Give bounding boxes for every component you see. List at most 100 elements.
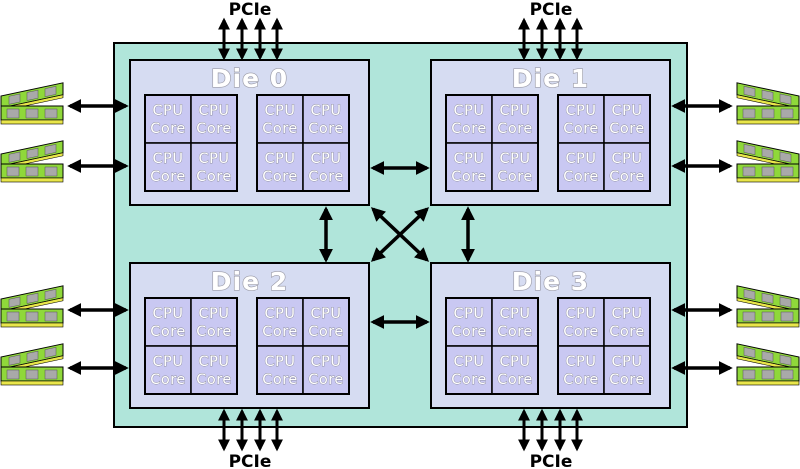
cpu-core-label-line1: CPU xyxy=(153,354,184,370)
cpu-core-label-line2: Core xyxy=(308,372,344,388)
cpu-core-label-line1: CPU xyxy=(454,151,485,167)
cpu-core-label-line1: CPU xyxy=(311,354,342,370)
cpu-core: CPU Core xyxy=(491,297,539,347)
cpu-core-label-line2: Core xyxy=(609,121,645,137)
cpu-core: CPU Core xyxy=(190,142,238,192)
cpu-core: CPU Core xyxy=(603,142,651,192)
cpu-core-label-line1: CPU xyxy=(566,354,597,370)
cpu-core-label-line2: Core xyxy=(451,121,487,137)
ram-stick-icon xyxy=(736,140,800,183)
cpu-core-label-line1: CPU xyxy=(566,151,597,167)
pcie-label-bottom-right: PCIe xyxy=(530,452,573,469)
cpu-core-label-line1: CPU xyxy=(311,151,342,167)
cpu-core-label-line1: CPU xyxy=(612,151,643,167)
cpu-core: CPU Core xyxy=(256,297,304,347)
cpu-core-label-line1: CPU xyxy=(199,103,230,119)
cpu-core-label-line2: Core xyxy=(451,324,487,340)
cpu-core-label-line2: Core xyxy=(262,169,298,185)
cpu-core-label-line1: CPU xyxy=(199,151,230,167)
cpu-core-label-line1: CPU xyxy=(311,103,342,119)
cpu-core-label-line2: Core xyxy=(609,372,645,388)
cpu-core-label-line2: Core xyxy=(451,372,487,388)
die-1: Die 1CPUCoreCPUCoreCPUCoreCPUCoreCPUCore… xyxy=(430,59,671,206)
cpu-core-label-line2: Core xyxy=(609,169,645,185)
cpu-core-label-line1: CPU xyxy=(153,151,184,167)
cpu-core-label-line2: Core xyxy=(262,372,298,388)
cpu-core-label-line2: Core xyxy=(609,324,645,340)
cpu-core-label-line2: Core xyxy=(196,372,232,388)
cpu-core-label-line2: Core xyxy=(262,324,298,340)
cpu-core-label-line1: CPU xyxy=(454,354,485,370)
cpu-core: CPU Core xyxy=(557,345,605,395)
cpu-core-label-line2: Core xyxy=(308,324,344,340)
ram-stick-icon xyxy=(736,82,800,125)
die-2-title: Die 2 xyxy=(211,267,288,296)
link-die1-die2-arrow xyxy=(370,207,430,262)
cpu-core-label-line2: Core xyxy=(150,169,186,185)
pcie-label-bottom-left: PCIe xyxy=(229,452,272,469)
cpu-core-label-line1: CPU xyxy=(566,306,597,322)
die-2: Die 2CPUCoreCPUCoreCPUCoreCPUCoreCPUCore… xyxy=(129,262,370,409)
die-3: Die 3CPUCoreCPUCoreCPUCoreCPUCoreCPUCore… xyxy=(430,262,671,409)
cpu-core-label-line2: Core xyxy=(563,372,599,388)
pcie-label-top-right: PCIe xyxy=(530,0,573,20)
memory-modules xyxy=(0,82,800,386)
cpu-core: CPU Core xyxy=(256,142,304,192)
ram-stick-icon xyxy=(736,343,800,386)
cpu-core-label-line2: Core xyxy=(196,169,232,185)
cpu-core-label-line2: Core xyxy=(497,324,533,340)
cpu-core: CPU Core xyxy=(445,345,493,395)
ram-stick-icon xyxy=(0,82,64,125)
cpu-core-label-line2: Core xyxy=(563,169,599,185)
ram-stick-icon xyxy=(0,140,64,183)
cpu-core-label-line2: Core xyxy=(563,324,599,340)
cpu-core: CPU Core xyxy=(302,345,350,395)
cpu-core: CPU Core xyxy=(256,94,304,144)
cpu-core-label-line1: CPU xyxy=(311,306,342,322)
pcie-lanes xyxy=(218,17,583,452)
cpu-core-label-line2: Core xyxy=(150,121,186,137)
cpu-core-label-line2: Core xyxy=(262,121,298,137)
die-0: Die 0CPUCoreCPUCoreCPUCoreCPUCoreCPUCore… xyxy=(129,59,370,206)
die-3-title: Die 3 xyxy=(512,267,589,296)
cpu-core-label-line1: CPU xyxy=(566,103,597,119)
cpu-core-label-line1: CPU xyxy=(265,103,296,119)
cpu-core: CPU Core xyxy=(302,297,350,347)
cpu-core: CPU Core xyxy=(144,94,192,144)
cpu-core-label-line1: CPU xyxy=(265,306,296,322)
cpu-core-label-line1: CPU xyxy=(500,354,531,370)
cpu-core-label-line1: CPU xyxy=(500,306,531,322)
cpu-core-label-line2: Core xyxy=(196,121,232,137)
cpu-core: CPU Core xyxy=(557,142,605,192)
cpu-core-label-line2: Core xyxy=(196,324,232,340)
cpu-core: CPU Core xyxy=(144,142,192,192)
ram-stick-icon xyxy=(736,285,800,328)
cpu-core-label-line1: CPU xyxy=(265,151,296,167)
cpu-core-label-line2: Core xyxy=(150,324,186,340)
interconnect-links xyxy=(319,161,475,329)
pcie-label-top-left: PCIe xyxy=(229,0,272,20)
dies: Die 0CPUCoreCPUCoreCPUCoreCPUCoreCPUCore… xyxy=(129,59,671,409)
cpu-core-label-line1: CPU xyxy=(454,306,485,322)
ram-stick-icon xyxy=(0,285,64,328)
cpu-core-label-line1: CPU xyxy=(153,103,184,119)
